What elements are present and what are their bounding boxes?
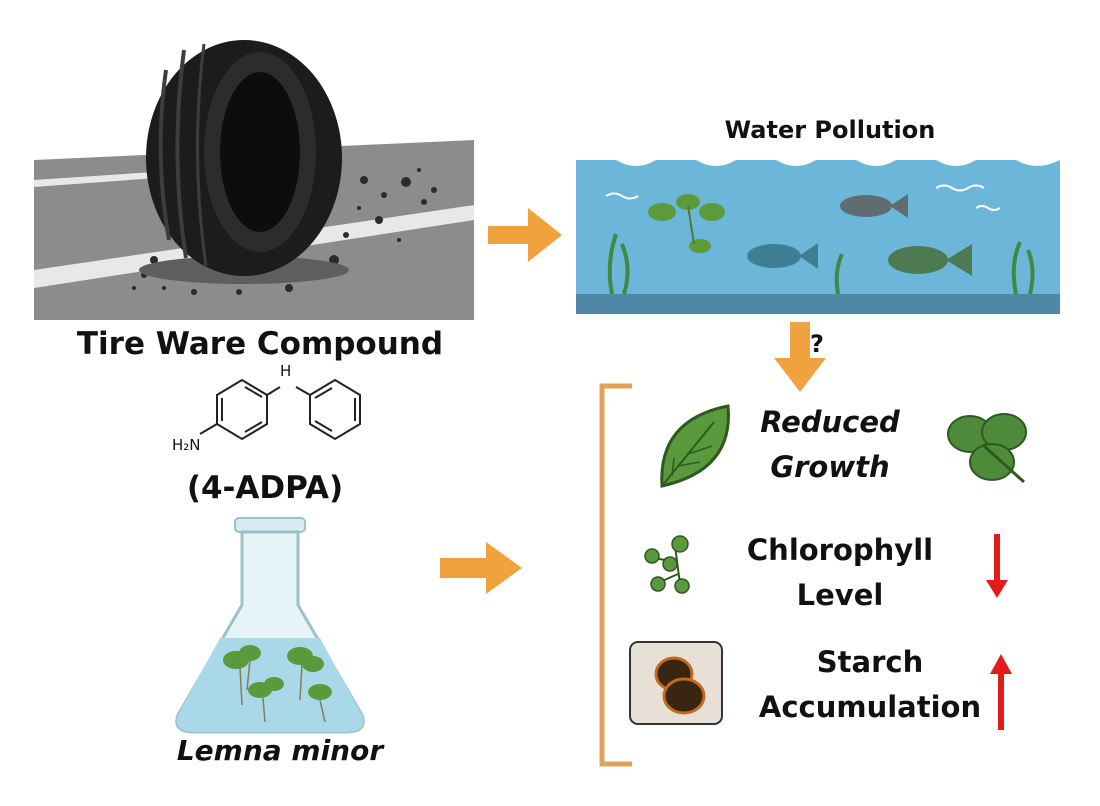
decrease-arrow-icon: [986, 534, 1008, 598]
water-pollution-scene: [576, 148, 1060, 314]
tire-compound-label: Tire Ware Compound: [76, 326, 444, 362]
duckweed-fronds: [223, 645, 332, 700]
fish-icon-1: [840, 194, 908, 218]
amine-label: H₂N: [172, 436, 201, 454]
effect-chlorophyll-level: Chlorophyll Level: [720, 528, 960, 618]
fish-icon-2: [747, 243, 818, 269]
arrow-to-effects: [440, 542, 522, 594]
chemical-structure-4-adpa: [199, 378, 361, 441]
effects-bracket: [599, 383, 632, 767]
seaweed: [607, 233, 1035, 295]
effect-reduced-growth: Reduced Growth: [720, 400, 940, 490]
nh-label: H: [280, 362, 292, 380]
effect-chlorophyll-line2: Level: [796, 578, 884, 612]
water-pollution-label: Water Pollution: [724, 116, 936, 144]
arrow-down-from-water: [774, 322, 826, 392]
flask-icon: [175, 517, 365, 734]
effect-starch-line1: Starch: [816, 645, 924, 679]
effect-starch-accumulation: Starch Accumulation: [720, 640, 1020, 730]
starch-granule-icon: [629, 641, 723, 725]
compound-abbreviation: (4-ADPA): [186, 470, 344, 506]
question-mark: ?: [810, 330, 824, 358]
arrow-to-water: [488, 208, 562, 262]
duckweed-icon: [644, 535, 690, 594]
increase-arrow-icon: [990, 654, 1012, 730]
effect-growth-line2: Growth: [770, 450, 890, 484]
effect-starch-line2: Accumulation: [758, 690, 982, 724]
clover-icon: [947, 413, 1027, 484]
tire-icon: [146, 40, 342, 276]
duckweed-plant-icon: [648, 194, 725, 253]
fish-icon-3: [888, 244, 972, 276]
leaf-icon: [660, 404, 730, 488]
effect-growth-line1: Reduced: [760, 405, 900, 439]
species-label: Lemna minor: [176, 734, 384, 767]
tire-wear-illustration: [34, 40, 474, 320]
effect-chlorophyll-line1: Chlorophyll: [746, 533, 934, 567]
